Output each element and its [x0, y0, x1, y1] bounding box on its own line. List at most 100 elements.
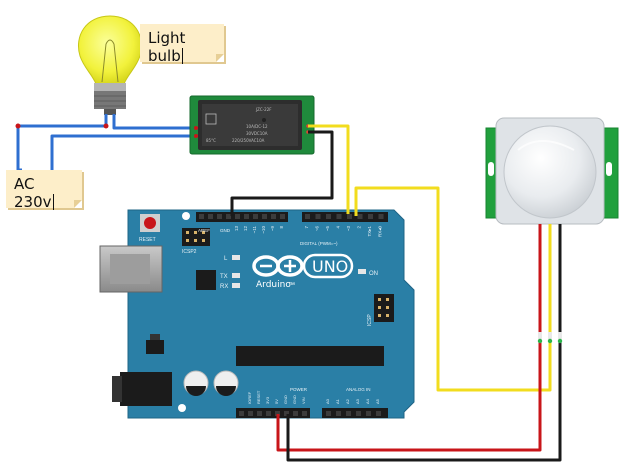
- uno-label: UNO: [312, 257, 348, 276]
- pin-hole: [366, 411, 371, 416]
- pin-hole: [336, 411, 341, 416]
- pin-hole: [208, 214, 213, 219]
- on-label: ON: [369, 271, 378, 277]
- digital-pin-label: ~9: [270, 226, 275, 232]
- usb-chip: [196, 270, 216, 290]
- gnd-label: GND: [220, 228, 231, 233]
- atmega-chip: [236, 346, 384, 366]
- relay-module: JZC-22F 10A/DC-12 30VDC10A 220/250VAC10A…: [189, 95, 315, 155]
- pin-hole: [217, 214, 222, 219]
- pir-leads: [538, 224, 562, 334]
- ac-voltage-label: AC 230v: [14, 175, 52, 211]
- digital-pin-label: ~3: [346, 226, 351, 232]
- pin-hole: [336, 214, 342, 219]
- rx-label: RX: [220, 284, 228, 290]
- ac-wires: [16, 114, 196, 172]
- analog-pin-label: A1: [335, 398, 340, 404]
- pin-hole: [284, 411, 289, 416]
- arduino-logo: [252, 255, 304, 277]
- pin-hole: [302, 411, 307, 416]
- relay-line2-text: 30VDC10A: [246, 131, 268, 136]
- pin-hole: [275, 411, 280, 416]
- text-caret: [181, 48, 183, 64]
- pin-hole: [244, 214, 249, 219]
- pin-hole: [235, 214, 240, 219]
- pin-hole: [347, 214, 352, 219]
- digital-pin-label: 13: [234, 226, 239, 232]
- junction-dot: [15, 123, 21, 129]
- pin-hole: [315, 214, 321, 219]
- power-pin-label: GND: [283, 395, 288, 404]
- relay-mark-icon: [205, 113, 217, 125]
- capacitors: [183, 370, 239, 396]
- pin-hole: [376, 411, 381, 416]
- led-rx: [232, 283, 240, 288]
- pir-sensor: [485, 117, 619, 225]
- power-pin-label: IOREF: [247, 391, 252, 404]
- light-bulb: [78, 15, 142, 115]
- pin-hole: [357, 214, 363, 219]
- red-wire-5v: [276, 342, 542, 452]
- pin-hole: [253, 214, 258, 219]
- aref-label: AREF: [198, 228, 210, 233]
- digital-pin-label: 12: [243, 226, 248, 232]
- light-bulb-label: Light bulb: [148, 29, 186, 65]
- pin-hole: [346, 411, 351, 416]
- pin-hole: [266, 411, 271, 416]
- pin-hole: [199, 214, 204, 219]
- analog-pin-label: A2: [345, 398, 350, 404]
- light-bulb-label-note: Light bulb: [140, 24, 224, 65]
- pin-hole: [368, 214, 373, 219]
- yellow-wire-pir-signal: [354, 186, 552, 392]
- uno-badge: [302, 253, 354, 279]
- tx-label: TX: [220, 274, 228, 280]
- analog-pin-label: A3: [355, 398, 360, 404]
- reset-label: RESET: [139, 237, 156, 243]
- pin-hole: [262, 214, 267, 219]
- relay-line3-text: 220/250VAC10A: [232, 138, 265, 143]
- pin-hole: [326, 411, 331, 416]
- icsp2-label: ICSP2: [182, 249, 197, 255]
- led-l-label: L: [224, 256, 228, 262]
- digital-header: [196, 212, 388, 222]
- icsp2-header: [182, 228, 210, 246]
- power-pin-label: RESET: [256, 390, 261, 404]
- voltage-regulator: [146, 340, 164, 354]
- black-wire-relay-gnd: [230, 130, 334, 216]
- icsp-label: ICSP: [367, 314, 373, 326]
- digital-pin-label: ~11: [252, 226, 257, 234]
- led-on: [358, 269, 366, 274]
- black-wire-gnd: [286, 342, 562, 462]
- relay-line1-text: 10A/DC-12: [246, 124, 268, 129]
- pin-hole: [257, 411, 262, 416]
- analog-pin-label: A4: [365, 398, 370, 404]
- icsp-header: [374, 294, 394, 322]
- junction-dot: [103, 123, 109, 129]
- pin-hole: [326, 214, 331, 219]
- digital-pin-label: ~10: [261, 226, 266, 234]
- relay-temp-text: 85°C: [206, 138, 216, 143]
- pin-hole: [248, 411, 253, 416]
- arduino-brand: Arduino: [256, 280, 291, 290]
- pin-hole: [271, 214, 276, 219]
- power-pin-label: VIN: [301, 397, 306, 404]
- pin-hole: [378, 214, 384, 219]
- digital-pin-label: ~6: [315, 226, 320, 232]
- analog-pin-label: A5: [375, 398, 380, 404]
- power-pin-label: GND: [292, 395, 297, 404]
- pin-hole: [356, 411, 361, 416]
- digital-pin-label: 4: [336, 226, 341, 229]
- digital-label: DIGITAL (PWM=~): [300, 241, 338, 246]
- analog-in-label: ANALOG IN: [346, 387, 371, 392]
- led-tx: [232, 273, 240, 278]
- digital-pin-label: 8: [279, 226, 284, 229]
- relay-model-text: JZC-22F: [255, 107, 272, 112]
- analog-pin-label: A0: [325, 398, 330, 404]
- pin-hole: [226, 214, 231, 219]
- trademark-icon: ™: [288, 282, 295, 289]
- power-header: [236, 408, 388, 418]
- pin-hole: [239, 411, 244, 416]
- yellow-wire-relay-signal: [308, 124, 350, 214]
